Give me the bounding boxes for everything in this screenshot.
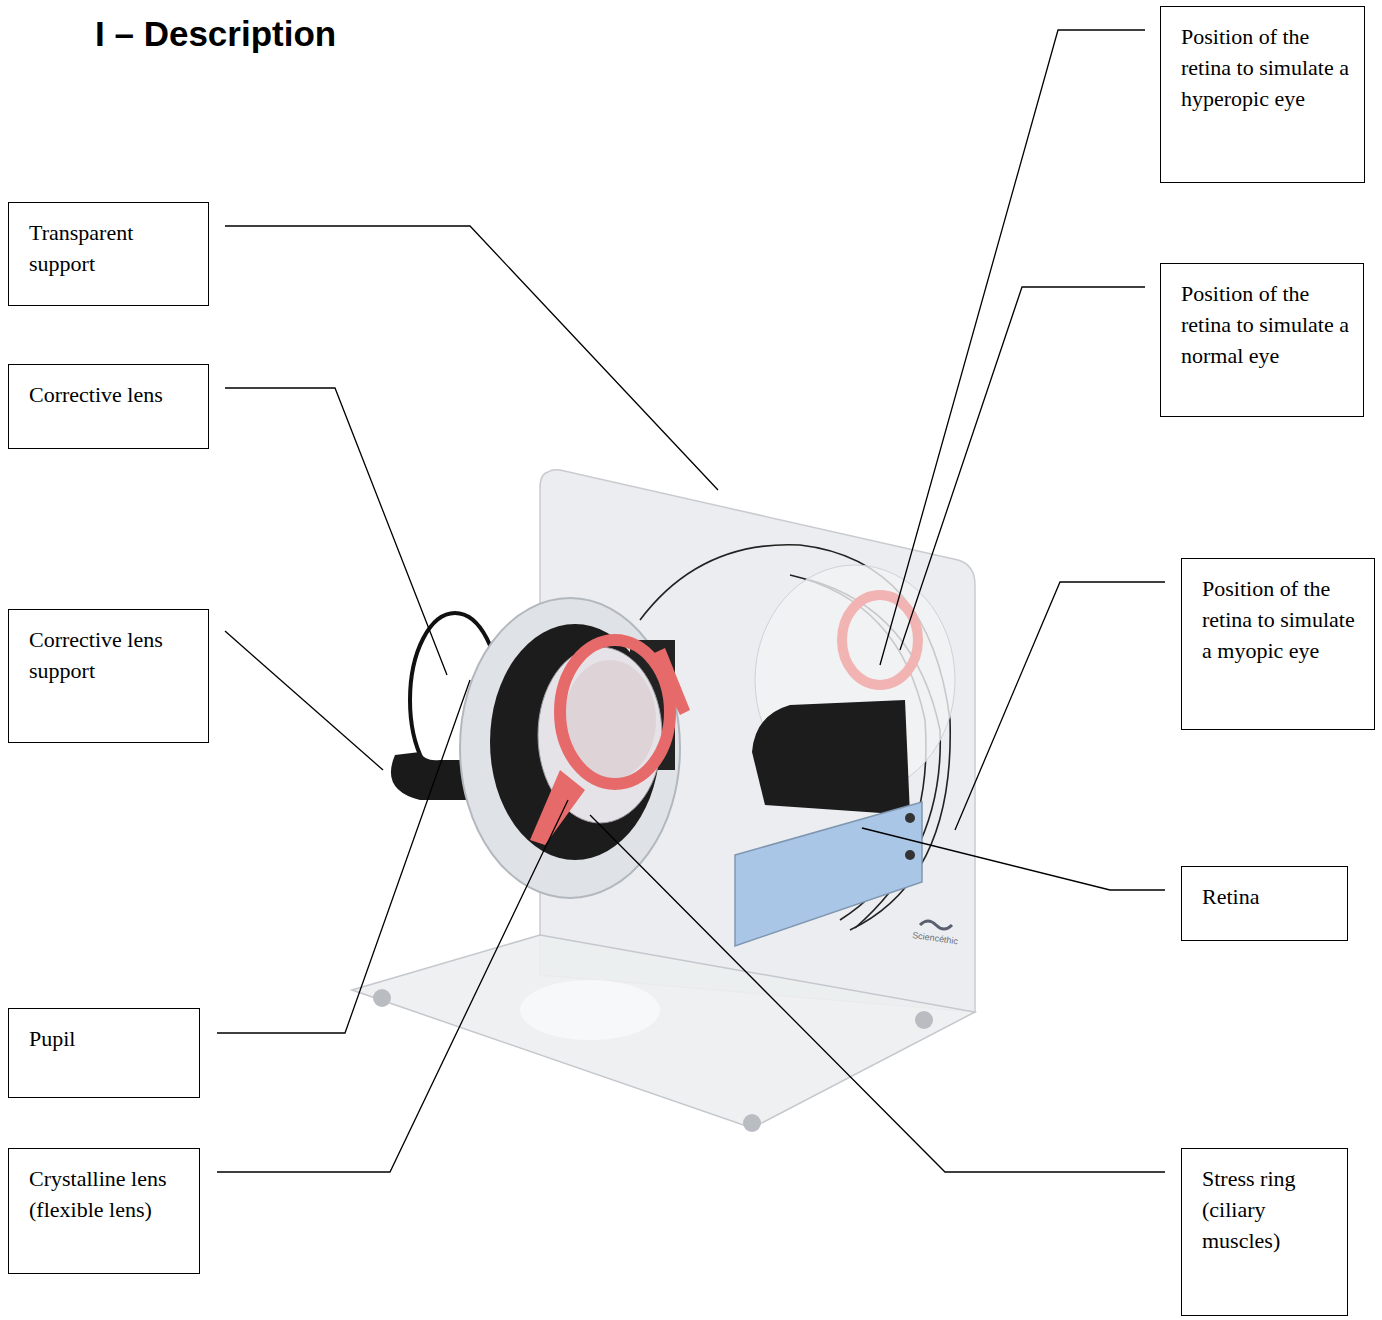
base-plate <box>352 935 975 1128</box>
leader-line <box>225 388 447 675</box>
callout-label: Corrective lens <box>29 379 200 410</box>
leader-line <box>217 800 568 1172</box>
callout-label: Stress ring (ciliary muscles) <box>1202 1163 1339 1256</box>
leader-line <box>225 631 383 770</box>
leader-line <box>900 287 1145 650</box>
callout-label: Pupil <box>29 1023 191 1054</box>
back-ring-ghost <box>842 595 918 685</box>
leader-line <box>590 815 1165 1172</box>
callout-box: Corrective lens <box>8 364 209 449</box>
callout-label: Position of the retina to simulate a nor… <box>1181 278 1355 371</box>
base-reflection <box>520 980 660 1040</box>
callout-label: Transparent support <box>29 217 200 279</box>
pupil-disc <box>460 598 680 898</box>
callout-box: Crystalline lens (flexible lens) <box>8 1148 200 1274</box>
callout-label: Position of the retina to simulate a myo… <box>1202 573 1366 666</box>
callout-box: Retina <box>1181 866 1348 941</box>
callout-box: Pupil <box>8 1008 200 1098</box>
callout-box: Stress ring (ciliary muscles) <box>1181 1148 1348 1316</box>
foot <box>373 989 391 1007</box>
callout-label: Corrective lens support <box>29 624 200 686</box>
screw <box>905 850 915 860</box>
leader-line <box>225 226 718 490</box>
leader-line <box>862 828 1165 890</box>
retina-screen <box>735 802 922 946</box>
heading: I – Description <box>95 14 336 54</box>
callout-label: Crystalline lens (flexible lens) <box>29 1163 191 1225</box>
callout-box: Position of the retina to simulate a nor… <box>1160 263 1364 417</box>
retina-holder <box>752 700 910 815</box>
foot <box>915 1011 933 1029</box>
callout-label: Position of the retina to simulate a hyp… <box>1181 21 1356 114</box>
foot <box>743 1114 761 1132</box>
leader-line <box>955 582 1165 830</box>
screw <box>905 813 915 823</box>
stress-ring-handle <box>530 770 585 845</box>
leader-line <box>217 680 470 1033</box>
leader-line <box>880 30 1145 665</box>
callout-box: Position of the retina to simulate a hyp… <box>1160 6 1365 183</box>
callout-box: Corrective lens support <box>8 609 209 743</box>
callout-box: Transparent support <box>8 202 209 306</box>
callout-box: Position of the retina to simulate a myo… <box>1181 558 1375 730</box>
logo-mark <box>920 921 952 929</box>
callout-label: Retina <box>1202 881 1339 912</box>
back-panel <box>540 470 975 1012</box>
stress-ring-tab <box>650 648 690 715</box>
